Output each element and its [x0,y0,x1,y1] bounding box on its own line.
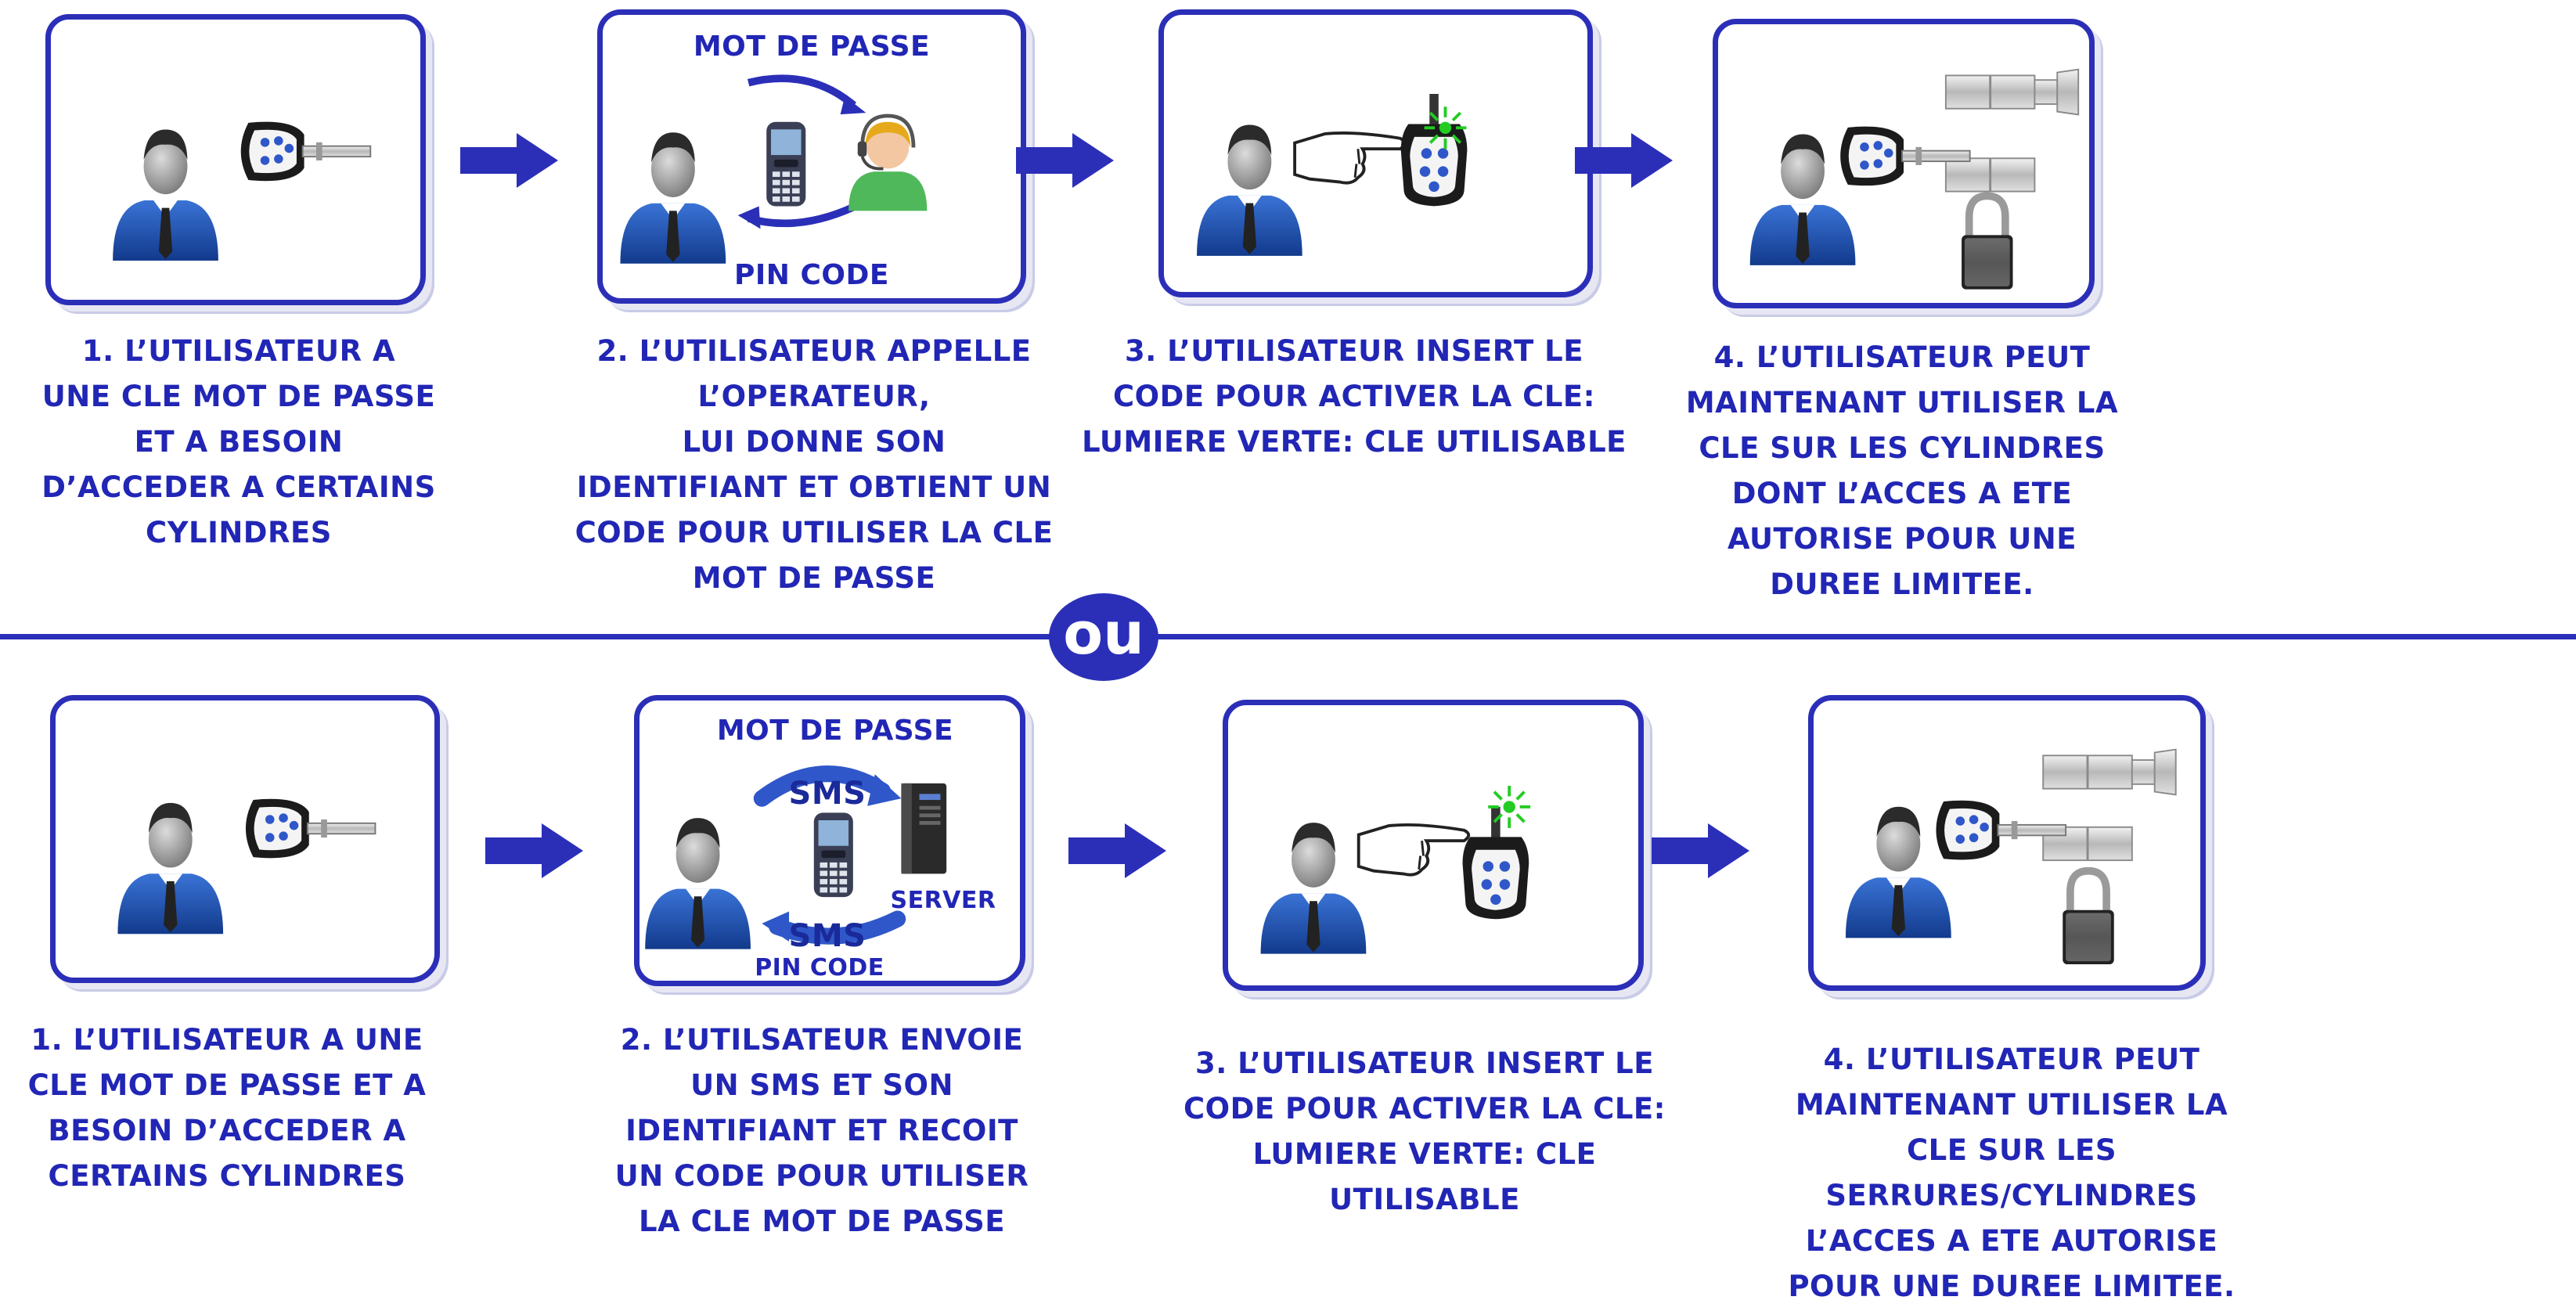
operator-icon [848,116,927,211]
top-step-1-caption: 1. L’UTILISATEUR A UNE CLE MOT DE PASSE … [41,334,436,549]
ou-separator-badge: ou [1049,593,1158,681]
bottom-step-2-panel: MOT DE PASSE SMS SERVER SMS PIN CODE [634,695,1025,986]
bottom-step-3-caption: 3. L’UTILISATEUR INSERT LE CODE POUR ACT… [1184,1046,1666,1216]
green-light-icon [1422,105,1468,151]
top-step-4-panel [1713,19,2095,308]
padlock-icon [1962,196,2012,289]
call-arrow-icon [747,74,856,109]
top-step-2-panel: MOT DE PASSE PIN CODE [597,9,1026,304]
password-key-icon [1462,806,1529,920]
arrow-icon [1016,133,1114,188]
top-step-1-panel [45,14,426,305]
sms-arrow-icon [753,765,891,807]
password-key-icon [1400,94,1468,207]
bottom-step-2-caption: 2. L’UTILSATEUR ENVOIE UN SMS ET SON IDE… [614,1023,1029,1238]
sms-label: SMS [788,776,866,812]
bottom-step-3-panel [1223,700,1644,991]
cylinder-icon [2041,748,2178,796]
user-icon [1260,823,1367,954]
bottom-step-4-panel [1808,695,2206,991]
pointing-hand-icon [1293,131,1407,185]
arrow-icon [460,133,558,188]
padlock-icon [2063,871,2113,964]
server-label: SERVER [890,887,996,914]
return-arrow-icon [747,200,863,228]
user-icon [1749,134,1856,265]
section-divider [0,634,2576,639]
arrow-icon [1652,823,1749,878]
sms-label: SMS [788,918,866,954]
top-step-4-caption: 4. L’UTILISATEUR PEUT MAINTENANT UTILISE… [1685,340,2119,601]
cylinder-icon [1944,68,2080,116]
arrow-icon [1068,823,1166,878]
password-label: MOT DE PASSE [716,715,954,747]
arrow-icon [1575,133,1673,188]
mobile-phone-icon [813,812,853,898]
pin-code-label: PIN CODE [755,954,884,981]
user-icon [117,802,224,935]
user-icon [620,132,726,264]
top-step-3-panel [1158,9,1593,297]
user-icon [1845,806,1951,938]
top-step-3-caption: 3. L’UTILISATEUR INSERT LE CODE POUR ACT… [1082,334,1627,459]
bottom-step-1-caption: 1. L’UTILISATEUR A UNE CLE MOT DE PASSE … [27,1023,427,1193]
arrow-icon [485,823,583,878]
cylinder-icon [1944,157,2036,193]
sms-return-arrow-icon [769,910,906,945]
top-step-2-caption: 2. L’UTILISATEUR APPELLE L’OPERATEUR, LU… [575,334,1054,595]
password-key-icon [240,121,372,182]
user-icon [113,129,218,261]
user-icon [645,818,751,949]
password-label: MOT DE PASSE [693,31,931,63]
bottom-step-1-panel [50,695,440,983]
user-icon [1197,124,1302,256]
mobile-phone-icon [766,121,806,207]
bottom-step-4-caption: 4. L’UTILISATEUR PEUT MAINTENANT UTILISE… [1788,1043,2236,1303]
pin-code-label: PIN CODE [734,259,889,291]
green-light-icon [1486,784,1533,830]
pointing-hand-icon [1356,823,1471,877]
server-icon [901,783,947,874]
password-key-icon [245,798,376,859]
